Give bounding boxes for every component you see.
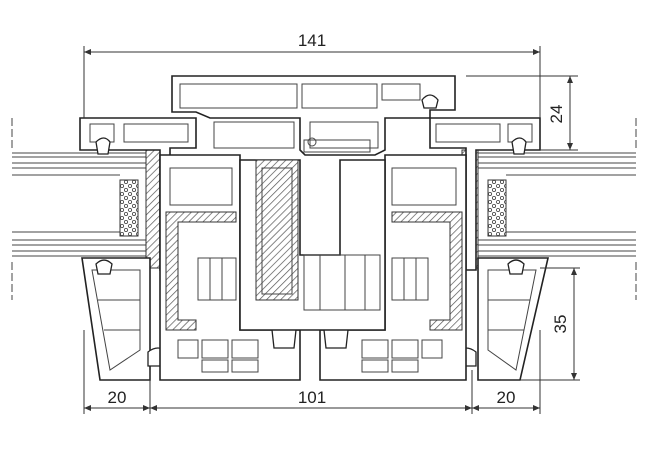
dimension-overall-width: 141 [83,31,541,118]
dimension-label-141: 141 [298,31,326,50]
right-sash-profile [429,117,550,381]
right-glazing-panel [461,149,636,269]
dimension-lower-height: 35 [520,267,580,381]
dimension-label-20-right: 20 [497,388,516,407]
left-inner-frame [159,154,301,381]
dimension-label-35: 35 [551,315,570,334]
central-mullion [239,139,386,331]
dimension-bottom-chain: 20 101 20 [83,330,541,414]
dimension-label-24: 24 [547,105,566,124]
dimension-upper-height: 24 [466,75,578,151]
left-glazing-panel [12,149,163,269]
dimension-label-20-left: 20 [108,388,127,407]
top-frame-profile [171,75,456,156]
dimension-label-101: 101 [298,388,326,407]
